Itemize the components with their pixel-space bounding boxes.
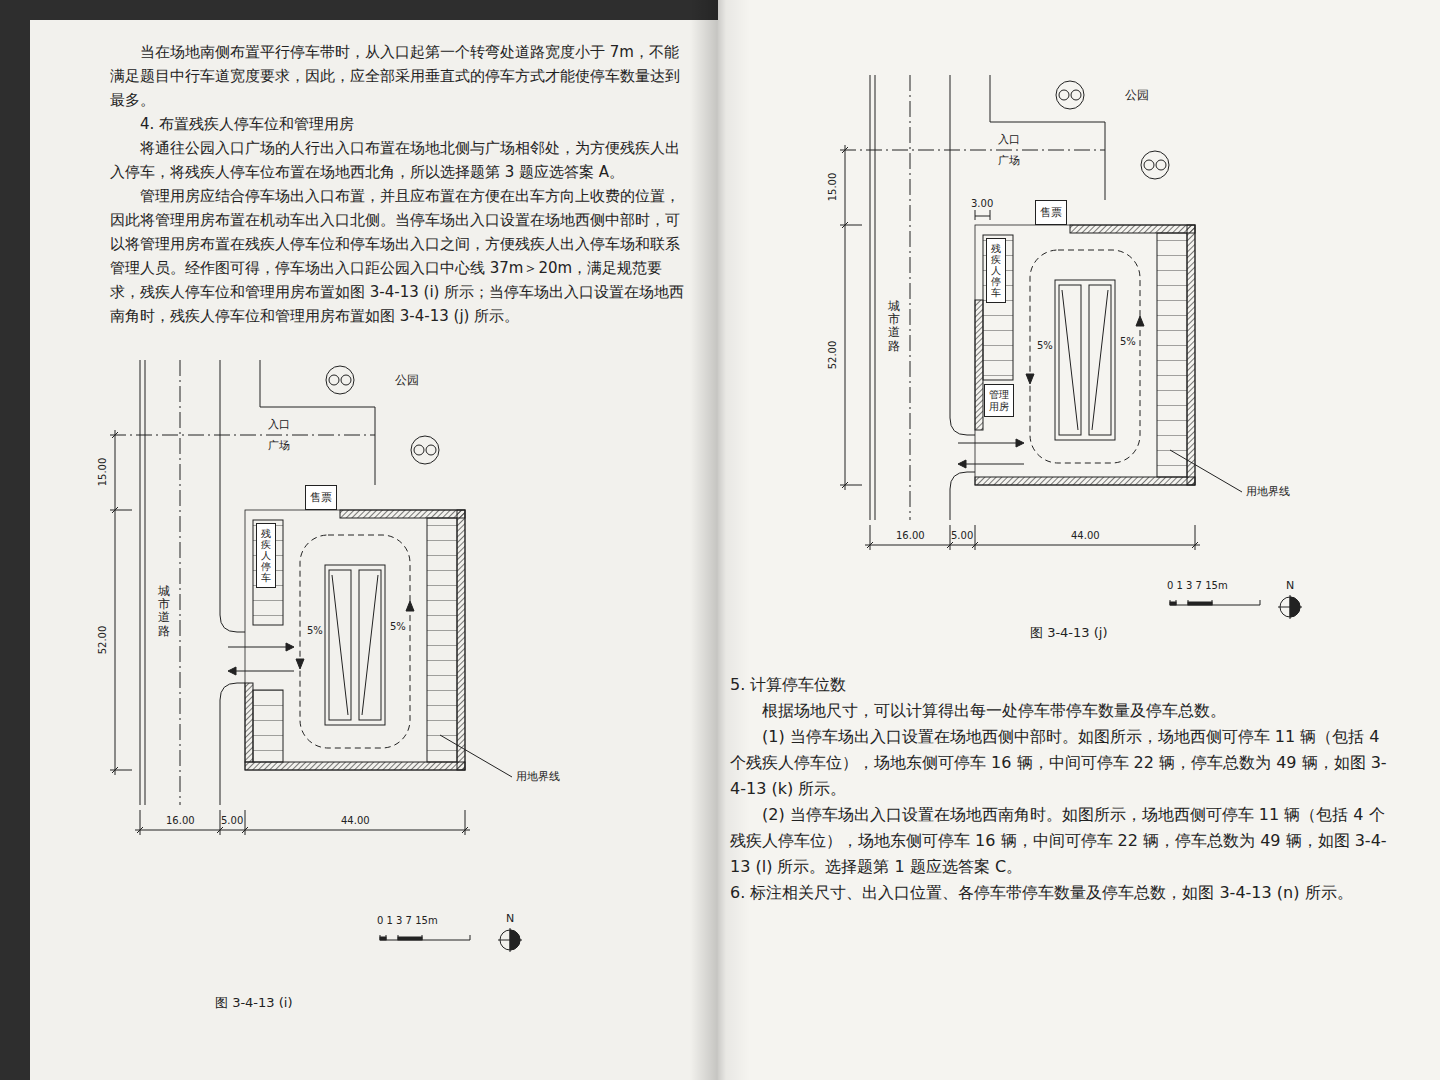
road-curb: [950, 75, 975, 520]
north-label: N: [506, 912, 514, 925]
body-text: 根据场地尺寸，可以计算得出每一处停车带停车数量及停车总数。: [730, 698, 1400, 724]
dimension-text: 15.00: [97, 458, 109, 487]
north-label: N: [1286, 579, 1294, 592]
north-arrow: [1278, 595, 1302, 619]
dimension-text: 16.00: [896, 530, 925, 542]
plaza-label: 广场: [998, 154, 1020, 167]
dimension-text: 52.00: [97, 626, 109, 655]
scale-bar: [1170, 602, 1176, 605]
page-gutter: [690, 0, 750, 1080]
dimension-text: 5.00: [221, 815, 243, 827]
section-heading: 4. 布置残疾人停车位和管理用房: [110, 112, 690, 136]
entrance-arrows: [1016, 439, 1024, 447]
park-label: 公园: [395, 373, 419, 387]
parking-strip: [253, 520, 283, 625]
figure-caption: 图 3-4-13 (j): [1030, 625, 1108, 641]
box-text: 残疾人停车: [261, 528, 271, 583]
north-arrow: [498, 928, 522, 952]
site-plan-base: [840, 75, 1242, 550]
scale-bar: [380, 935, 470, 940]
entrance-arrows: [232, 671, 294, 672]
parking-strip: [253, 690, 283, 762]
park-label: 公园: [1125, 88, 1149, 102]
management-room: 管理用房: [984, 384, 1014, 417]
figure-caption: 图 3-4-13 (i): [215, 995, 293, 1011]
entrance-arrows: [958, 460, 966, 468]
scale-bar: [1188, 602, 1212, 605]
north-arrow: [498, 928, 522, 952]
plaza-label: 广场: [268, 439, 290, 452]
dimension-text: 15.00: [827, 173, 839, 202]
body-text: 6. 标注相关尺寸、出入口位置、各停车带停车数量及停车总数，如图 3-4-13 …: [730, 880, 1400, 906]
ticket-booth: 售票: [305, 485, 337, 510]
north-arrow: [1278, 595, 1302, 619]
entrance-arrows: [958, 443, 1020, 444]
site-plan-i: [110, 360, 522, 952]
entrance-arrows: [228, 643, 294, 675]
ticket-booth: 售票: [1035, 200, 1067, 225]
road-label: 城市道路: [888, 300, 900, 353]
section-heading: 5. 计算停车位数: [730, 672, 1400, 698]
site-plan-base: [110, 360, 512, 835]
entrance-arrows: [228, 667, 236, 675]
scale-bar: [398, 937, 422, 940]
boundary-label: 用地界线: [516, 770, 560, 783]
dimension-text: 16.00: [166, 815, 195, 827]
dimension-text: 52.00: [827, 341, 839, 370]
entrance-label: 入口: [268, 418, 290, 431]
scale-bar: [380, 935, 470, 940]
scale-label: 0 1 3 7 15m: [377, 915, 438, 927]
box-text: 售票: [310, 490, 332, 505]
body-text: 管理用房应结合停车场出入口布置，并且应布置在方便在出车方向上收费的位置，因此将管…: [110, 184, 690, 328]
site-plan-j: [840, 75, 1302, 619]
slope-label: 5%: [306, 625, 324, 637]
road-label: 城市道路: [158, 585, 170, 638]
dimension-text: 3.00: [971, 198, 993, 210]
slope-label: 5%: [389, 621, 407, 633]
body-text: 当在场地南侧布置平行停车带时，从入口起第一个转弯处道路宽度小于 7m，不能满足题…: [110, 40, 690, 112]
dimension-text: 44.00: [341, 815, 370, 827]
boundary-label: 用地界线: [1246, 485, 1290, 498]
site-wall: [975, 477, 1195, 485]
accessible-parking-zone: 残疾人停车: [986, 238, 1006, 303]
parking-strip: [983, 235, 1013, 380]
body-text: (1) 当停车场出入口设置在场地西侧中部时。如图所示，场地西侧可停车 11 辆（…: [730, 724, 1400, 802]
text-column: 当在场地南侧布置平行停车带时，从入口起第一个转弯处道路宽度小于 7m，不能满足题…: [110, 40, 690, 328]
slope-label: 5%: [1119, 336, 1137, 348]
entrance-arrows: [228, 647, 290, 648]
scale-label: 0 1 3 7 15m: [1167, 580, 1228, 592]
entrance-arrows: [962, 464, 1024, 465]
body-text: 将通往公园入口广场的人行出入口布置在场地北侧与广场相邻处，为方便残疾人出入停车，…: [110, 136, 690, 184]
accessible-parking-zone: 残疾人停车: [256, 523, 276, 588]
scale-bar: [1170, 600, 1260, 605]
site-wall: [245, 762, 465, 770]
entrance-label: 入口: [998, 133, 1020, 146]
box-text: 残疾人停车: [991, 243, 1001, 298]
dimension-text: 44.00: [1071, 530, 1100, 542]
entrance-arrows: [958, 439, 1024, 468]
road-curb: [220, 360, 245, 805]
site-wall: [975, 300, 983, 430]
scale-bar: [380, 937, 386, 940]
body-text: (2) 当停车场出入口设置在场地西南角时。如图所示，场地西侧可停车 11 辆（包…: [730, 802, 1400, 880]
slope-label: 5%: [1036, 340, 1054, 352]
scale-bar: [1170, 600, 1260, 605]
entrance-arrows: [286, 643, 294, 651]
dimension-text: 5.00: [951, 530, 973, 542]
text-column: 5. 计算停车位数根据场地尺寸，可以计算得出每一处停车带停车数量及停车总数。(1…: [730, 672, 1400, 906]
box-text: 管理用房: [989, 389, 1009, 412]
site-wall: [245, 683, 253, 762]
dimension-line: [975, 210, 990, 220]
box-text: 售票: [1040, 205, 1062, 220]
